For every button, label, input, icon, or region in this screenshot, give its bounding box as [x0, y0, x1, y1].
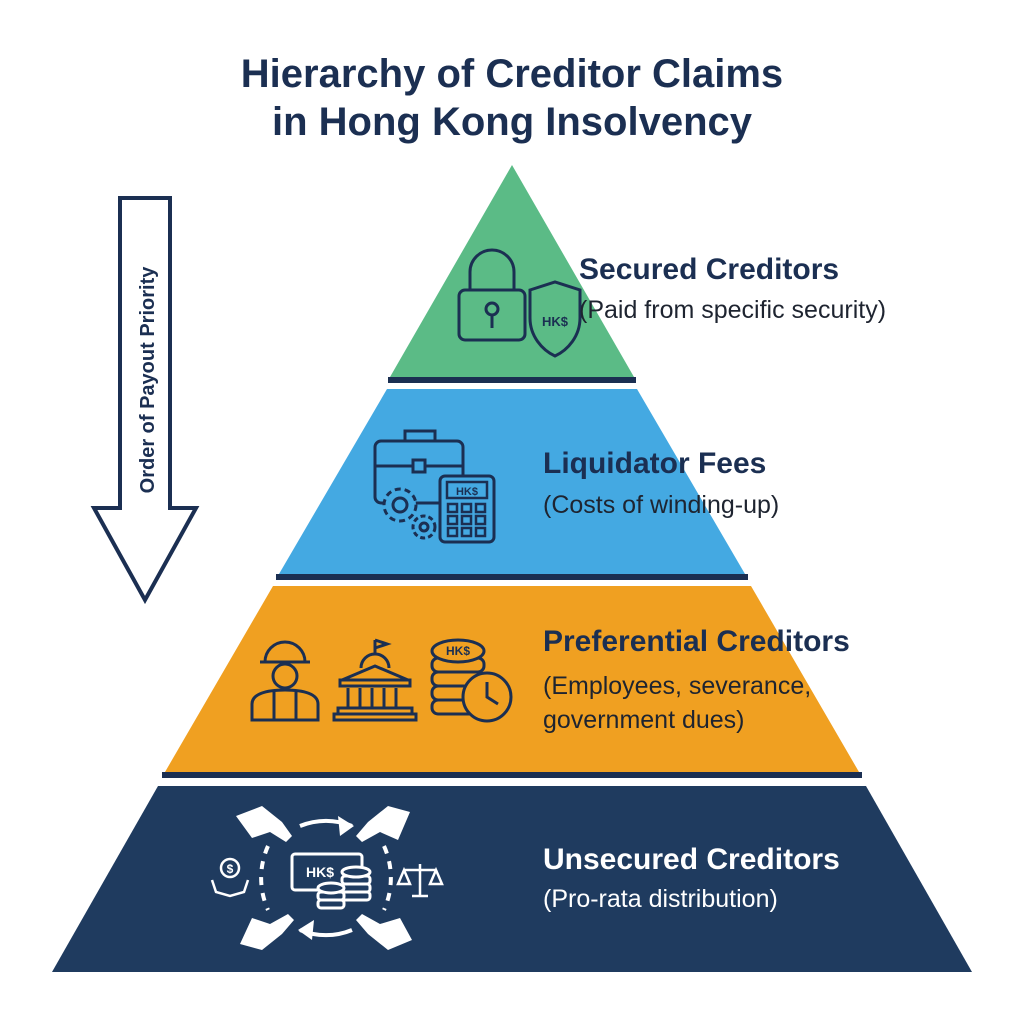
- tier-unsecured-subtitle: (Pro-rata distribution): [543, 885, 778, 913]
- tier-divider: [276, 574, 748, 580]
- svg-text:HK$: HK$: [306, 864, 334, 880]
- tier-preferential-title: Preferential Creditors: [543, 625, 850, 658]
- dollar-hand-icon: $: [210, 857, 250, 898]
- tier-secured-title: Secured Creditors: [579, 253, 840, 286]
- money-stack-icon: HK$: [290, 852, 372, 910]
- tier-preferential-subtitle-line1: (Employees, severance,: [543, 672, 812, 700]
- gears-icon: [382, 487, 437, 540]
- page-title-line1: Hierarchy of Creditor Claims: [240, 52, 784, 96]
- priority-arrow-label: Order of Payout Priority: [137, 266, 159, 494]
- tier-liquidator-shape: [279, 389, 745, 574]
- tier-divider: [162, 772, 862, 778]
- tier-unsecured-shape: [52, 786, 972, 972]
- tier-divider: [388, 377, 636, 383]
- priority-arrow-icon: [90, 196, 200, 605]
- hands-exchange-icon: [236, 806, 412, 950]
- svg-text:HK$: HK$: [446, 644, 470, 658]
- page-title-line2: in Hong Kong Insolvency: [271, 100, 753, 144]
- svg-text:HK$: HK$: [542, 314, 569, 329]
- tier-secured-subtitle: (Paid from specific security): [579, 296, 887, 324]
- calculator-icon: HK$: [438, 474, 496, 544]
- government-building-icon: [332, 638, 418, 722]
- tier-preferential-shape: [165, 586, 859, 772]
- svg-text:$: $: [227, 862, 234, 876]
- scales-icon: [396, 864, 444, 898]
- tier-liquidator-title: Liquidator Fees: [543, 447, 767, 480]
- shield-hkd-icon: HK$: [528, 280, 582, 358]
- tier-liquidator-subtitle: (Costs of winding-up): [543, 491, 780, 519]
- coins-clock-icon: HK$: [430, 638, 513, 723]
- padlock-icon: [457, 248, 527, 342]
- tier-preferential-subtitle-line2: government dues): [543, 706, 745, 734]
- tier-unsecured-title: Unsecured Creditors: [543, 843, 840, 876]
- svg-text:HK$: HK$: [456, 486, 478, 498]
- briefcase-icon: [373, 429, 465, 505]
- worker-icon: [250, 640, 320, 722]
